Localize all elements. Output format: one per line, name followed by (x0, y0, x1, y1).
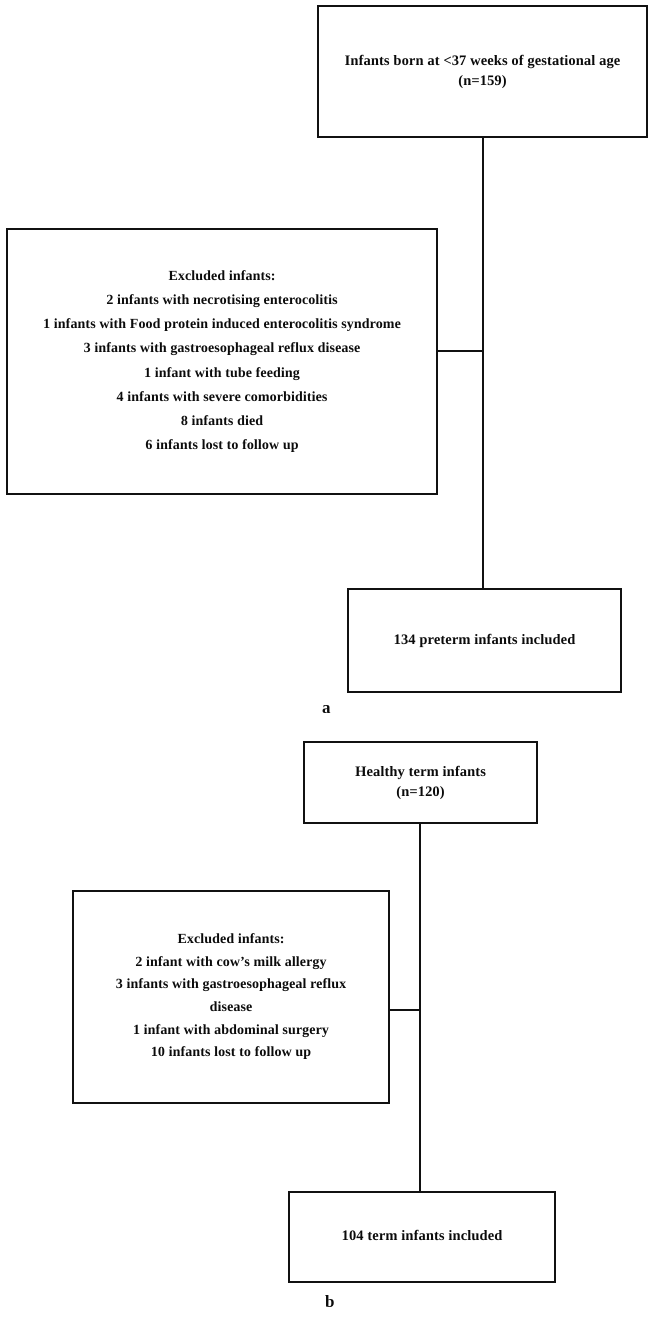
node-preterm-excluded-text: Excluded infants: 2 infants with necroti… (43, 269, 401, 453)
node-term-source-text: Healthy term infants (n=120) (355, 764, 486, 800)
panel-label-a: a (322, 698, 331, 717)
node-term-included-text: 104 term infants included (341, 1228, 503, 1245)
node-preterm-excluded: Excluded infants: 2 infants with necroti… (6, 228, 438, 495)
connector-panel-a-exclusion-branch (437, 350, 483, 352)
node-term-excluded-text: Excluded infants: 2 infant with cow’s mi… (115, 931, 347, 1061)
panel-label-b: b (325, 1292, 335, 1311)
node-term-included: 104 term infants included (288, 1191, 556, 1283)
connector-panel-b-exclusion-branch (389, 1009, 420, 1011)
node-preterm-source-population: Infants born at <37 weeks of gestational… (317, 5, 648, 138)
node-preterm-included-text: 134 preterm infants included (393, 631, 576, 648)
node-term-excluded: Excluded infants: 2 infant with cow’s mi… (72, 890, 390, 1104)
node-term-source-population: Healthy term infants (n=120) (303, 741, 538, 824)
connector-panel-a-trunk (482, 137, 484, 590)
node-preterm-included: 134 preterm infants included (347, 588, 622, 693)
connector-panel-b-trunk (419, 823, 421, 1193)
node-preterm-source-text: Infants born at <37 weeks of gestational… (344, 53, 621, 89)
